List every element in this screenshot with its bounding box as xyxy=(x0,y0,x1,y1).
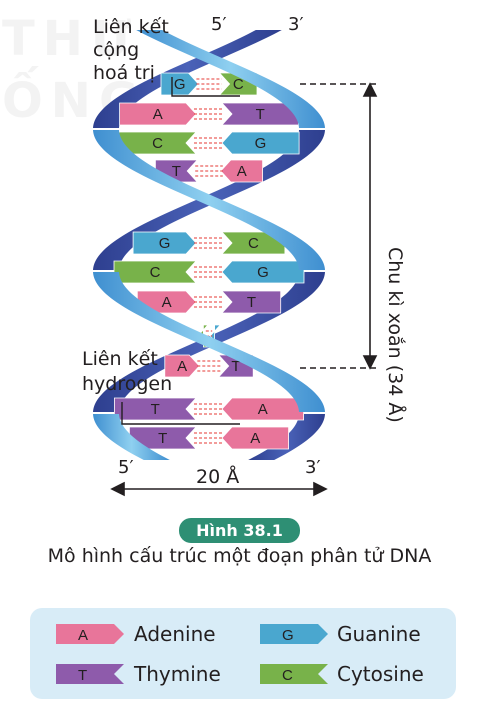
watermark-line: THƯ xyxy=(2,11,140,67)
base-C xyxy=(221,231,286,255)
base-letter: T xyxy=(151,401,160,418)
backbone-front-segment xyxy=(93,130,325,270)
leader-lines xyxy=(121,77,240,425)
base-G xyxy=(221,131,300,155)
legend-swatch-letter: T xyxy=(78,667,87,684)
figure-caption: Mô hình cấu trúc một đoạn phân tử DNA xyxy=(47,545,432,567)
base-letter: A xyxy=(162,294,172,311)
legend-swatch-letter: A xyxy=(78,627,88,644)
base-letter: A xyxy=(250,430,260,447)
strand-end-label: 5′ xyxy=(118,457,134,478)
figure-badge: Hình 38.1 xyxy=(179,518,300,543)
legend-swatch-T xyxy=(56,664,124,684)
base-letter: G xyxy=(174,76,186,93)
base-letter: C xyxy=(233,76,244,93)
base-letter: T xyxy=(256,106,265,123)
legend-swatch-letter: C xyxy=(282,667,293,684)
legend-label-thymine: Thymine xyxy=(134,662,221,686)
legend-swatch-C xyxy=(260,664,328,684)
legend: A G T C Adenine Guanine Thymine Cytosine xyxy=(30,608,456,699)
base-letter: G xyxy=(159,235,171,252)
base-letter: A xyxy=(153,106,163,123)
legend-swatch-A xyxy=(56,624,124,644)
base-letter: C xyxy=(248,235,259,252)
base-G xyxy=(160,72,199,96)
base-letter: A xyxy=(177,358,187,375)
covalent-bond-label: Liên kết cộng hoá trị xyxy=(93,16,169,84)
base-A xyxy=(220,159,264,183)
base-letter: T xyxy=(158,430,167,447)
base-letter: G xyxy=(255,135,267,152)
backbone-front-segment xyxy=(136,30,325,128)
base-T xyxy=(221,290,282,314)
legend-swatch-letter: G xyxy=(282,627,294,644)
period-dimension xyxy=(300,82,378,370)
hydrogen-bond-label: Liên kết hydrogen xyxy=(82,348,173,395)
base-letter: C xyxy=(152,135,163,152)
base-letter: T xyxy=(172,163,181,180)
legend-label-cytosine: Cytosine xyxy=(337,662,424,686)
base-A xyxy=(164,354,200,378)
legend-label-adenine: Adenine xyxy=(134,622,216,646)
strand-end-label: 3′ xyxy=(288,14,304,35)
backbone-front-segment xyxy=(93,414,170,460)
base-G xyxy=(221,260,305,284)
period-label: Chu kì xoắn (34 Å) xyxy=(384,247,406,423)
width-dimension xyxy=(110,481,328,497)
base-A xyxy=(221,426,290,450)
backbone-front-segment xyxy=(93,272,325,412)
strand-end-label: 3′ xyxy=(305,457,321,478)
base-letter: G xyxy=(257,264,269,281)
base-letter: T xyxy=(231,358,240,375)
base-A xyxy=(119,102,197,126)
base-letter: C xyxy=(150,264,161,281)
legend-swatch-G xyxy=(260,624,328,644)
base-G xyxy=(132,231,197,255)
base-letter: A xyxy=(237,163,247,180)
width-label: 20 Å xyxy=(196,466,240,488)
strand-end-label: 5′ xyxy=(211,14,227,35)
legend-swatches: A G T C xyxy=(56,624,328,684)
dna-backbone-front xyxy=(93,30,325,460)
base-A xyxy=(221,397,305,421)
base-letter: T xyxy=(247,294,256,311)
legend-label-guanine: Guanine xyxy=(337,622,421,646)
base-letter: A xyxy=(258,401,268,418)
backbone-back-segment xyxy=(93,30,282,128)
